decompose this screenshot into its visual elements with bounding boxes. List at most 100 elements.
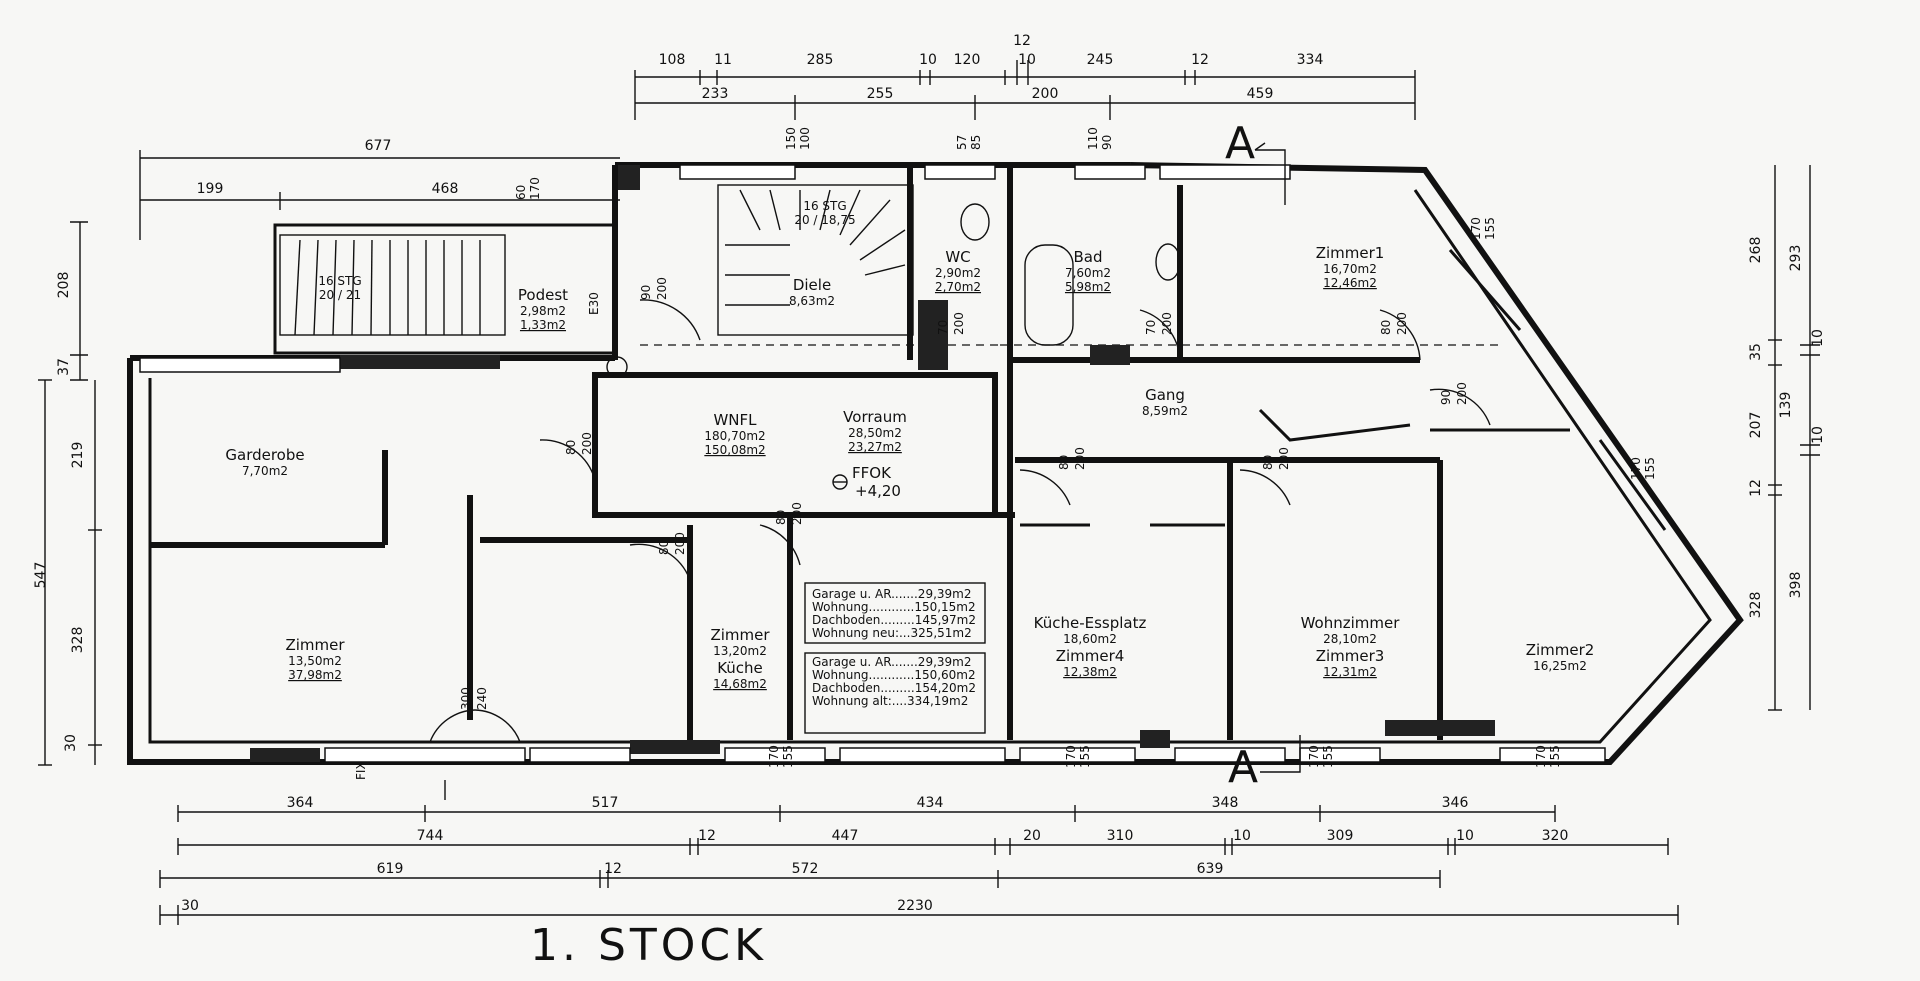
room-area: 28,50m2: [848, 426, 902, 440]
dim-bottom-2: 310: [1107, 828, 1134, 844]
ffok-value: +4,20: [855, 482, 901, 500]
dim-top-1: 10: [919, 52, 937, 68]
dim-left: 208: [56, 272, 72, 299]
dim-bottom-2: 20: [1023, 828, 1041, 844]
dim-right: 12: [1748, 479, 1764, 497]
door-width: 70: [936, 320, 950, 335]
room-name: Zimmer: [285, 636, 345, 654]
garage-box-2: Garage u. AR.......29,39m2 Wohnung......…: [804, 652, 986, 734]
room-area-alt: 2,70m2: [935, 280, 981, 294]
dim-top-left: 677: [365, 138, 392, 154]
garage-box2-row: Garage u. AR.......29,39m2: [812, 655, 972, 669]
dim-bottom-2: 10: [1456, 828, 1474, 844]
dim-top-left: 199: [197, 181, 224, 197]
room-name: Gang: [1145, 386, 1185, 404]
garage-box1-row: Wohnung............150,15m2: [812, 600, 976, 614]
stair-treads-center: [725, 189, 906, 306]
room-name: Zimmer2: [1526, 641, 1595, 659]
dim-bottom-3: 12: [604, 861, 622, 877]
dim-right: 10: [1810, 426, 1826, 444]
dim-bottom-3: 572: [792, 861, 819, 877]
window-dim: 170: [1629, 457, 1643, 480]
room-area: 16,70m2: [1323, 262, 1377, 276]
dim-left: 219: [70, 442, 86, 469]
dim-top-1: 11: [714, 52, 732, 68]
dim-bottom-4: 2230: [897, 898, 933, 914]
garage-box2-row: Wohnung............150,60m2: [812, 668, 976, 682]
dim-left: 547: [33, 562, 49, 589]
room-name-alt: Zimmer3: [1316, 647, 1385, 665]
dim-right: 398: [1788, 572, 1804, 599]
dim-right: 35: [1748, 343, 1764, 361]
dim-top-2: 255: [867, 86, 894, 102]
window-dim: 170: [1307, 745, 1321, 768]
door-width: 70: [1144, 320, 1158, 335]
dim-top-1: 285: [807, 52, 834, 68]
window-dim: 155: [1643, 457, 1657, 480]
dim-bottom-4: 30: [181, 898, 199, 914]
dim-bottom-2: 10: [1233, 828, 1251, 844]
dim-bottom-2: 447: [832, 828, 859, 844]
door-width: 80: [1379, 320, 1393, 335]
door-height: 200: [1455, 382, 1469, 405]
door-height: 200: [580, 432, 594, 455]
door-height: 200: [1073, 447, 1087, 470]
door-width: 80: [657, 540, 671, 555]
garage-box2-row: Dachboden.........154,20m2: [812, 681, 976, 695]
dim-top-2: 233: [702, 86, 729, 102]
window-dim: 150: [784, 127, 798, 150]
garage-box2-row: Wohnung alt:....334,19m2: [812, 694, 968, 708]
dim-right: 268: [1748, 237, 1764, 264]
dim-bottom-1: 517: [592, 795, 619, 811]
dim-top-1: 12: [1013, 33, 1031, 49]
door-height: 240: [475, 687, 489, 710]
dim-bottom-3: 619: [377, 861, 404, 877]
section-marker-bottom: A: [1228, 742, 1262, 793]
room-name: Vorraum: [843, 408, 907, 426]
dim-top-1: 108: [659, 52, 686, 68]
window-dim: 100: [798, 127, 812, 150]
door-width: 80: [564, 440, 578, 455]
door-width: 90: [1439, 390, 1453, 405]
door-height: 200: [1160, 312, 1174, 335]
window-dim: 90: [1100, 135, 1114, 150]
window-dim: FIX: [354, 761, 368, 780]
dim-right: 139: [1778, 392, 1794, 419]
dim-right: 328: [1748, 592, 1764, 619]
stair-ratio: 20 / 21: [319, 288, 361, 302]
room-area-alt: 5,98m2: [1065, 280, 1111, 294]
dim-bottom-1: 434: [917, 795, 944, 811]
door-height: 200: [952, 312, 966, 335]
window-dim: 155: [1548, 745, 1562, 768]
dim-top-left: 468: [432, 181, 459, 197]
window-dim: 57: [955, 135, 969, 150]
room-name: Küche-Essplatz: [1034, 614, 1147, 632]
dim-bottom-2: 744: [417, 828, 444, 844]
window-dim: 155: [1483, 217, 1497, 240]
window-dim: 170: [767, 745, 781, 768]
window-dim: 60: [514, 185, 528, 200]
room-name: Zimmer: [710, 626, 770, 644]
dim-top-1: 10: [1018, 52, 1036, 68]
door-height: 200: [1277, 447, 1291, 470]
door-swings: [429, 299, 1491, 743]
dimension-lines: [38, 60, 1820, 925]
dim-bottom-2: 12: [698, 828, 716, 844]
window-dim: 170: [1064, 745, 1078, 768]
section-markers: A A: [1225, 118, 1301, 793]
window-dim: 170: [1534, 745, 1548, 768]
dim-right: 293: [1788, 245, 1804, 272]
room-area: 7,60m2: [1065, 266, 1111, 280]
room-area: 8,63m2: [789, 294, 835, 308]
window-dim: E30: [587, 292, 601, 315]
dim-top-1: 334: [1297, 52, 1324, 68]
dim-bottom-1: 348: [1212, 795, 1239, 811]
room-area-alt: 12,46m2: [1323, 276, 1377, 290]
ffok-label: FFOK: [852, 464, 892, 482]
building-walls: [127, 162, 1744, 800]
room-labels: Garderobe7,70m2Zimmer13,50m237,98m2Podes…: [225, 244, 1594, 691]
room-area-alt: 1,33m2: [520, 318, 566, 332]
